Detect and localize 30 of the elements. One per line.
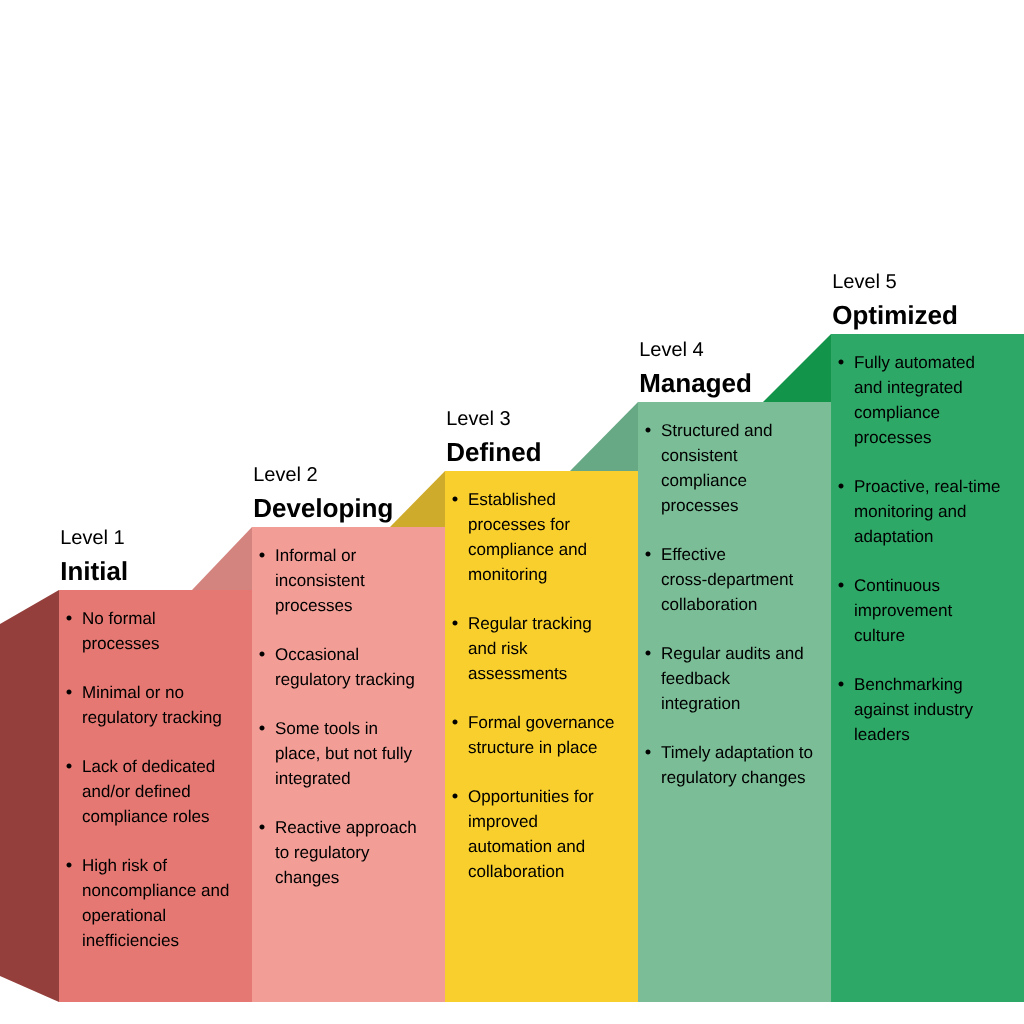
bullet-text: Regular tracking and risk assessments xyxy=(468,616,591,680)
level-title: Developing xyxy=(254,498,392,523)
bullet-text: Benchmarking against industry leaders xyxy=(854,677,973,741)
bullet-text: Proactive, real-time monitoring and adaptation xyxy=(854,479,1000,546)
bullet-text: Continuous improvement culture xyxy=(854,578,953,642)
bullet-text: Opportunities for improved automation and collaboration xyxy=(468,789,594,878)
level-label: Level 3 xyxy=(447,410,510,426)
level-title: Managed xyxy=(640,373,751,398)
bullet-text: Some tools in place, but not fully integrated xyxy=(275,721,412,788)
bullet-text: High risk of noncompliance and operational inefficiencies xyxy=(82,858,229,947)
bullet-text: No formal processes xyxy=(83,611,159,653)
level-title: Optimized xyxy=(833,305,957,330)
bullet-text: Fully automated and integrated compliance processes xyxy=(854,355,974,447)
level-label: Level 5 xyxy=(833,273,896,289)
level-title: Initial xyxy=(61,561,127,581)
bullet-text: Established processes for compliance and monitoring xyxy=(468,492,586,584)
level-title: Defined xyxy=(447,442,540,462)
level-label: Level 2 xyxy=(254,466,317,482)
bullet-text: Informal or inconsistent processes xyxy=(276,548,365,615)
bullet-text: Lack of dedicated and/or defined compliance roles xyxy=(82,759,215,826)
bullet-text: Timely adaptation to regulatory changes xyxy=(661,745,813,787)
bullet-text: Occasional regulatory tracking xyxy=(275,647,414,689)
bullet-text: Formal governance structure in place xyxy=(468,715,614,757)
bullet-text: Regular audits and feedback integration xyxy=(661,646,803,713)
level-label: Level 4 xyxy=(640,341,704,357)
bullet-text: Reactive approach to regulatory changes xyxy=(275,820,416,887)
bullet-text: Minimal or no regulatory tracking xyxy=(83,685,221,727)
bullet-text: Structured and consistent compliance processes xyxy=(661,423,772,515)
bullet-text: Effective cross-department collaboration xyxy=(661,547,794,611)
level-label: Level 1 xyxy=(61,529,124,545)
